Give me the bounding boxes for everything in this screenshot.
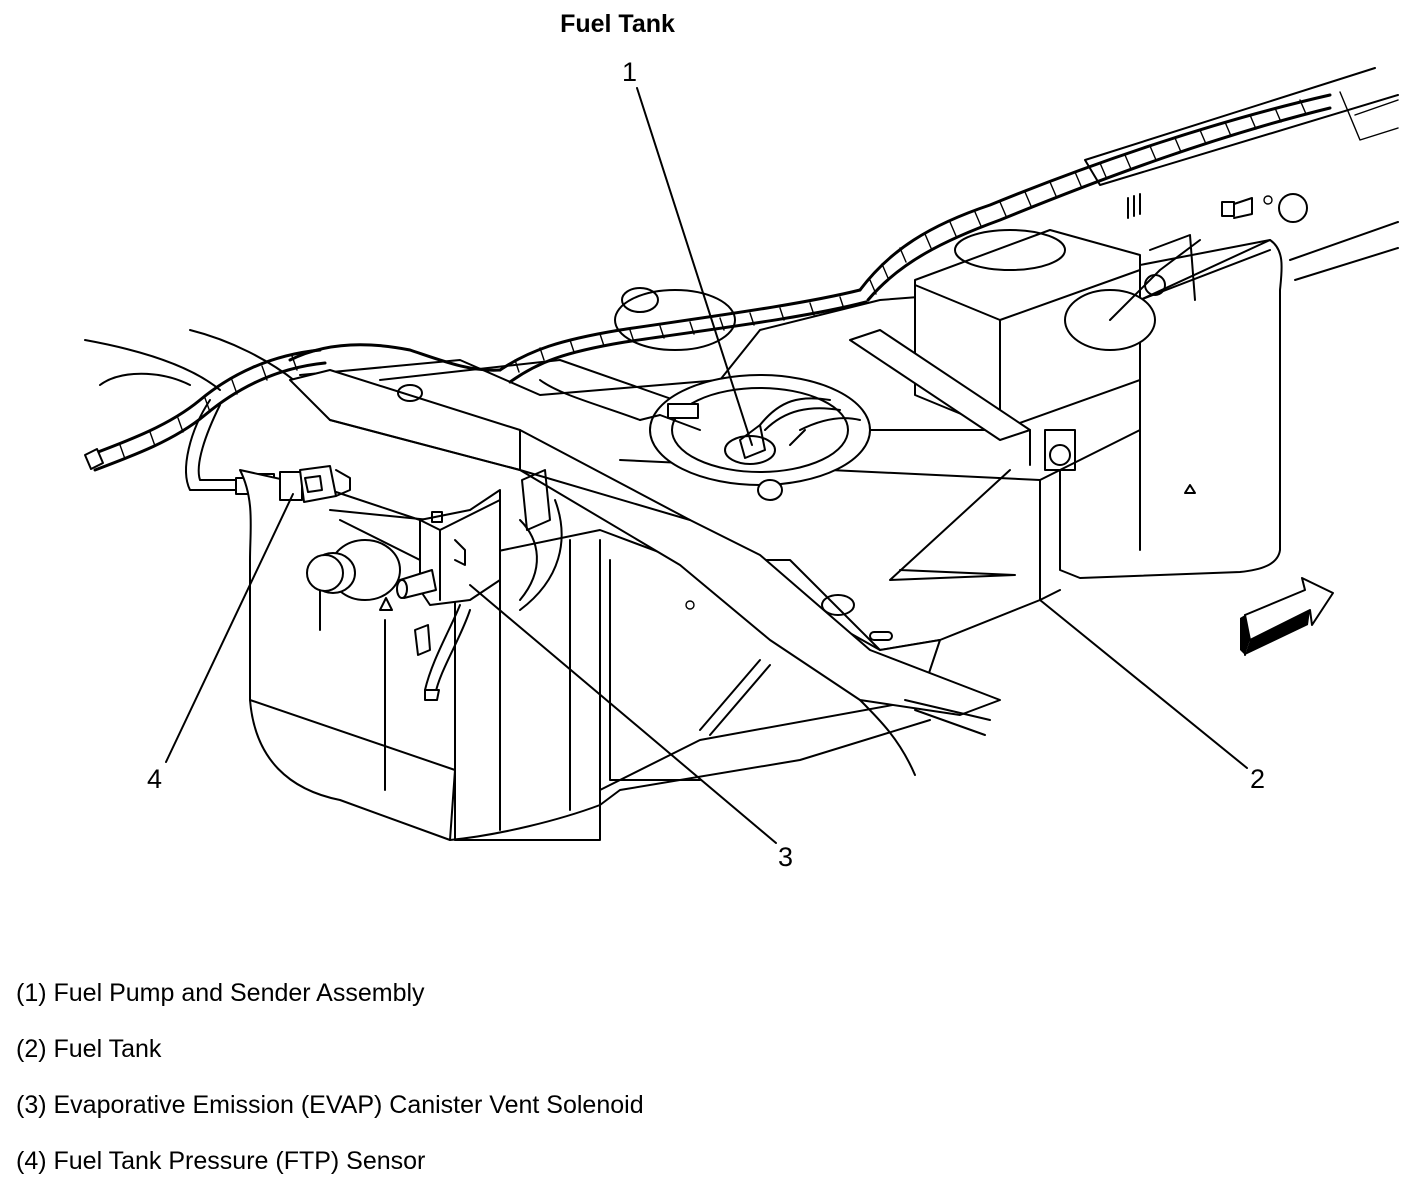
legend-item: (3) Evaporative Emission (EVAP) Canister… — [16, 1091, 644, 1119]
callout-2: 2 — [1250, 764, 1265, 794]
diagram-title: Fuel Tank — [560, 10, 675, 38]
front-direction-arrow — [1240, 577, 1334, 656]
parts-legend: (1) Fuel Pump and Sender Assembly (2) Fu… — [16, 976, 644, 1200]
fuel-pump-sender-assembly — [539, 287, 871, 501]
legend-item: (1) Fuel Pump and Sender Assembly — [16, 979, 425, 1007]
evap-vent-solenoid — [396, 469, 563, 701]
legend-item: (4) Fuel Tank Pressure (FTP) Sensor — [16, 1147, 426, 1175]
ftp-sensor — [279, 465, 351, 503]
leader-line-2 — [1039, 599, 1248, 769]
legend-item: (2) Fuel Tank — [16, 1035, 162, 1063]
leader-line-1 — [636, 87, 753, 446]
callout-4: 4 — [147, 764, 162, 794]
frame-rail — [1084, 67, 1399, 281]
fuel-tank-illustration: 1 2 3 4 — [84, 57, 1399, 872]
callout-1: 1 — [622, 57, 637, 87]
leader-line-3 — [469, 584, 777, 844]
callout-3: 3 — [778, 842, 793, 872]
leader-line-4 — [165, 493, 294, 763]
leader-lines — [165, 87, 1248, 844]
wiring-harness — [84, 93, 1332, 499]
